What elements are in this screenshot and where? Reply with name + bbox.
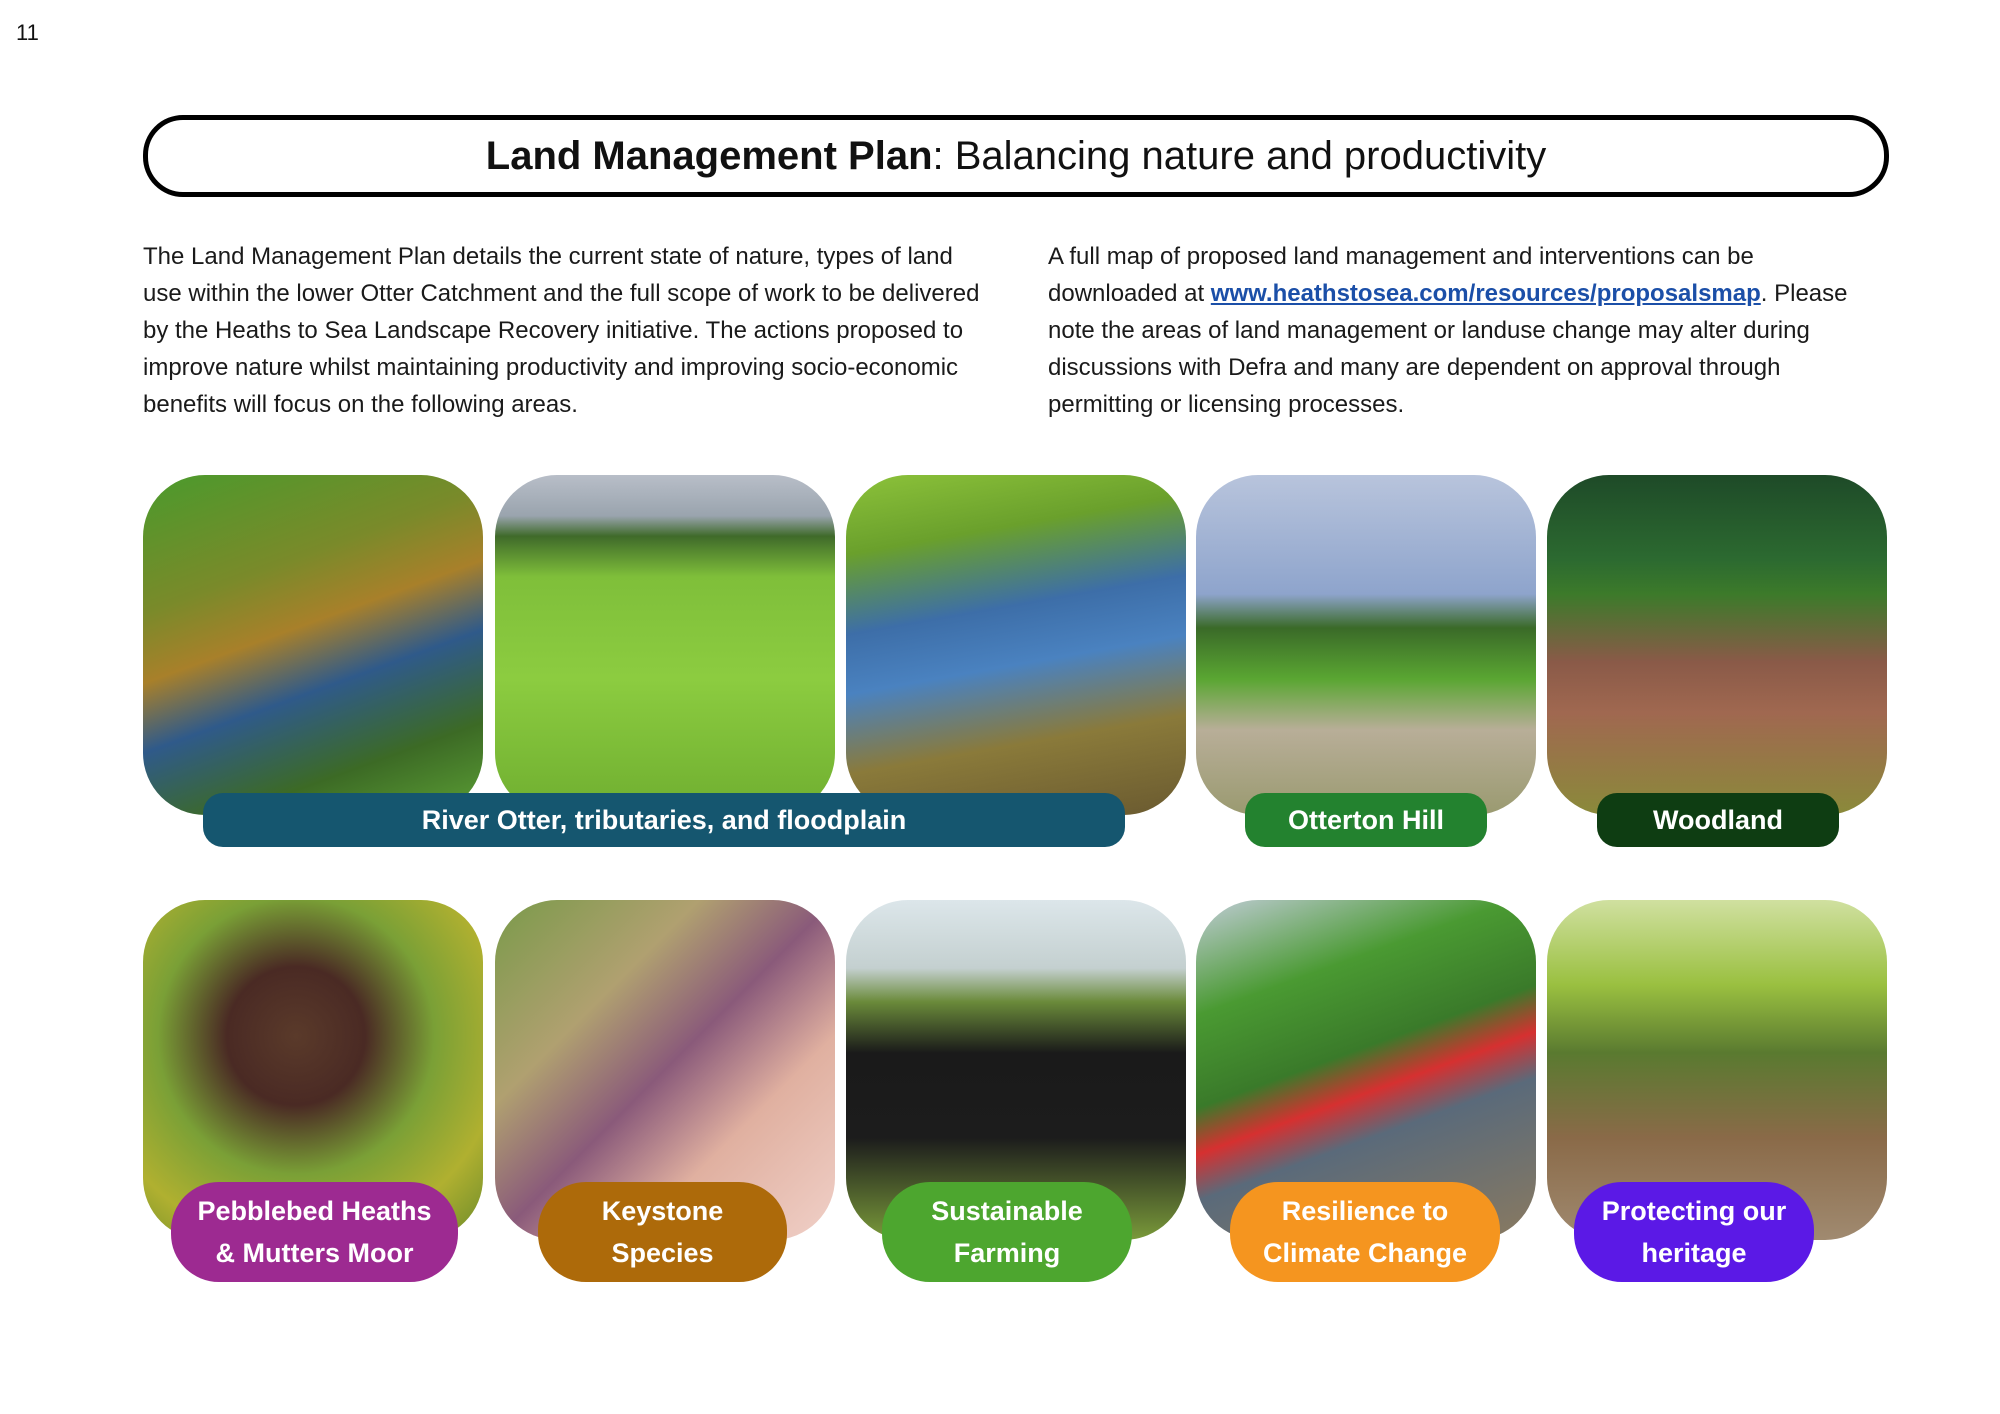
- label-line-2: Farming: [953, 1238, 1061, 1268]
- river-aerial-photo: [143, 475, 483, 815]
- intro-left: The Land Management Plan details the cur…: [143, 243, 980, 418]
- page-number: 11: [16, 20, 39, 45]
- label-line-2: & Mutters Moor: [215, 1238, 414, 1268]
- label-pebblebed-heaths: Pebblebed Heaths & Mutters Moor: [171, 1182, 458, 1282]
- woodland-aerial-photo: [1547, 475, 1887, 815]
- label-line-2: Species: [611, 1238, 714, 1268]
- label-line-1: Keystone: [601, 1196, 724, 1226]
- label-text: River Otter, tributaries, and floodplain: [421, 805, 907, 835]
- label-line-1: Sustainable: [931, 1196, 1083, 1226]
- intro-right-text-2: . Please note the areas of land manageme…: [1048, 280, 1848, 418]
- label-line-1: Resilience to: [1281, 1196, 1449, 1226]
- label-line-1: Pebblebed Heaths: [197, 1196, 432, 1226]
- proposals-map-link[interactable]: www.heathstosea.com/resources/proposalsm…: [1210, 280, 1761, 307]
- label-river-otter: River Otter, tributaries, and floodplain: [203, 793, 1125, 847]
- label-line-2: heritage: [1641, 1238, 1747, 1268]
- title-rest: : Balancing nature and productivity: [932, 133, 1547, 178]
- label-woodland: Woodland: [1597, 793, 1839, 847]
- grassy-stream-photo: [495, 475, 835, 815]
- label-line-2: Climate Change: [1262, 1238, 1468, 1268]
- label-otterton-hill: Otterton Hill: [1245, 793, 1487, 847]
- label-line-1: Protecting our: [1601, 1196, 1787, 1226]
- page-title: Land Management Plan: Balancing nature a…: [143, 115, 1889, 197]
- label-protecting-heritage: Protecting our heritage: [1574, 1182, 1814, 1282]
- intro-right-text: A full map of proposed land management a…: [1048, 243, 1754, 307]
- label-text: Otterton Hill: [1288, 805, 1444, 835]
- wetland-floodplain-photo: [846, 475, 1186, 815]
- title-bold: Land Management Plan: [485, 133, 933, 178]
- otterton-hill-photo: [1196, 475, 1536, 815]
- intro-right: A full map of proposed land management a…: [1048, 238, 1888, 423]
- label-resilience-climate: Resilience to Climate Change: [1230, 1182, 1500, 1282]
- label-text: Woodland: [1653, 805, 1783, 835]
